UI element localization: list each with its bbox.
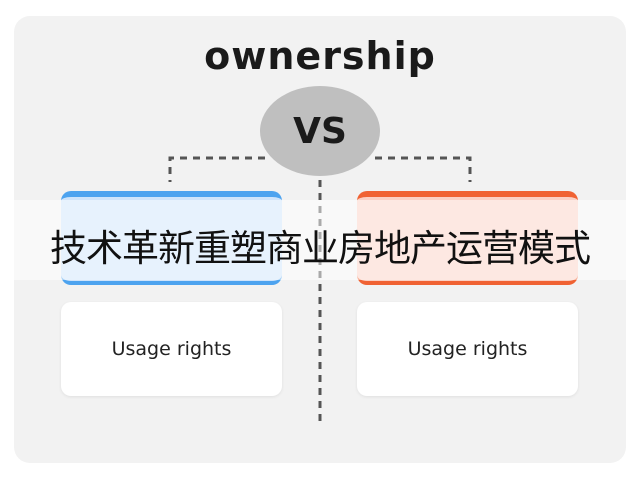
- right-usage-rights-card: Usage rights: [357, 302, 578, 396]
- vs-badge: VS: [260, 86, 380, 176]
- right-branch-connector: [375, 156, 472, 182]
- caption-banner: [0, 200, 640, 280]
- caption-banner-text: 技术革新重塑商业房地产运营模式: [50, 227, 591, 270]
- left-branch-connector: [168, 156, 265, 182]
- diagram-title: ownership: [204, 34, 436, 78]
- left-usage-rights-card: Usage rights: [61, 302, 282, 396]
